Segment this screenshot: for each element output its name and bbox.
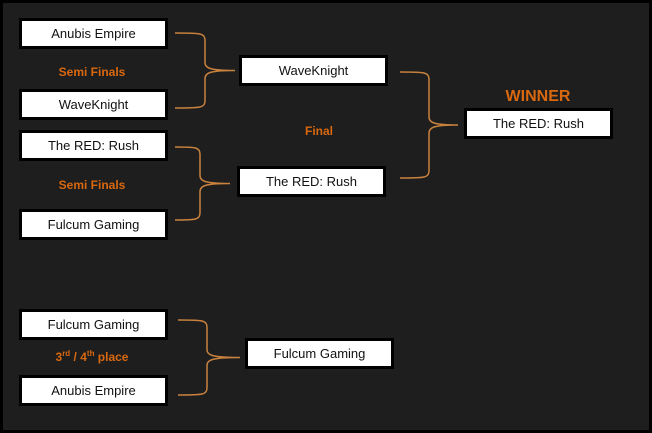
label-part: / xyxy=(70,350,81,364)
winner-team[interactable]: The RED: Rush xyxy=(464,108,613,139)
label-part: 4 xyxy=(80,350,87,364)
brace-semi2 xyxy=(174,146,231,221)
third-place-label: 3rd / 4th place xyxy=(56,349,129,364)
third-place-result[interactable]: Fulcum Gaming xyxy=(245,338,394,369)
bracket-connectors xyxy=(174,32,459,396)
third-place-team-a[interactable]: Fulcum Gaming xyxy=(19,309,168,340)
final-team-a[interactable]: WaveKnight xyxy=(239,55,388,86)
semi1-team-b[interactable]: WaveKnight xyxy=(19,89,168,120)
semi1-team-a[interactable]: Anubis Empire xyxy=(19,18,168,49)
label-part: place xyxy=(94,350,129,364)
brace-final xyxy=(399,71,459,179)
brace-semi1 xyxy=(174,32,236,109)
label-part: th xyxy=(86,349,95,358)
winner-label: WINNER xyxy=(505,88,571,105)
brace-third-place xyxy=(177,319,241,396)
semi2-label: Semi Finals xyxy=(58,178,126,192)
label-part: 3 xyxy=(55,350,63,364)
semi2-team-b[interactable]: Fulcum Gaming xyxy=(19,209,168,240)
final-label: Final xyxy=(304,124,334,138)
semi1-label: Semi Finals xyxy=(58,65,126,79)
label-part: rd xyxy=(62,349,71,358)
third-place-team-b[interactable]: Anubis Empire xyxy=(19,375,168,406)
semi2-team-a[interactable]: The RED: Rush xyxy=(19,130,168,161)
final-team-b[interactable]: The RED: Rush xyxy=(237,166,386,197)
